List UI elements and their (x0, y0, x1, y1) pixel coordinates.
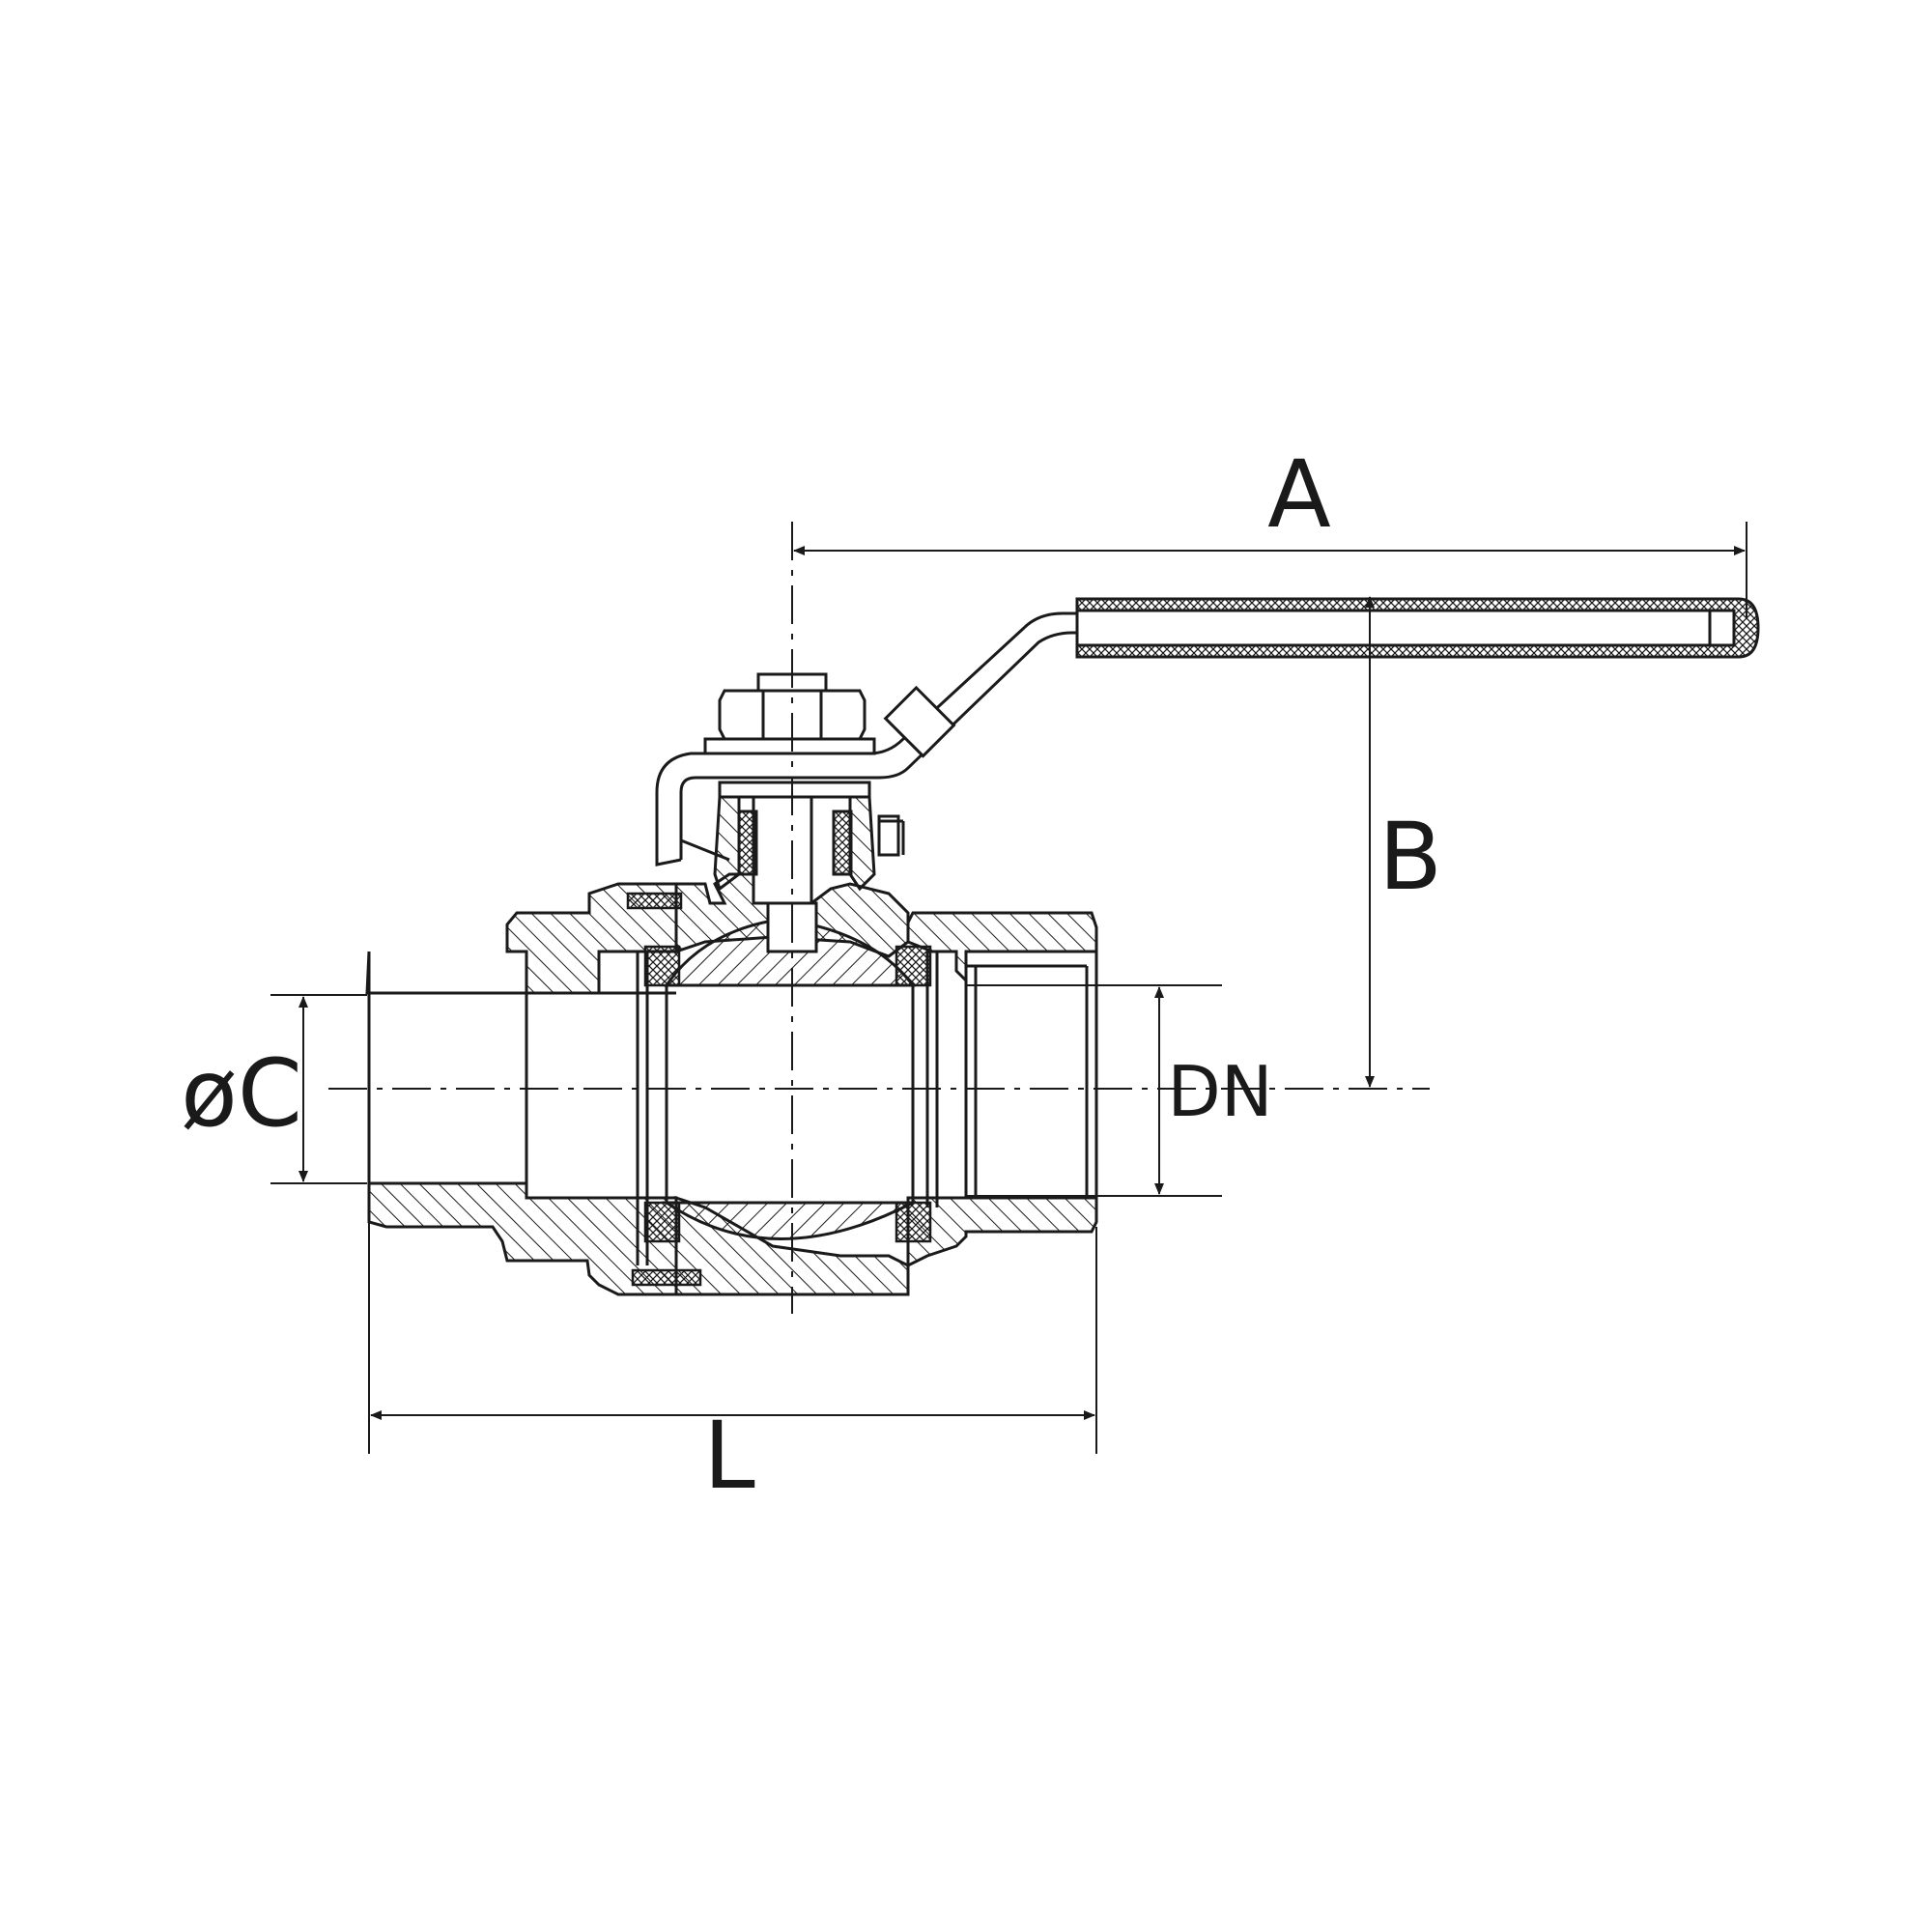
ball-bottom-cap (662, 1201, 914, 1240)
label-a: A (1267, 440, 1331, 549)
label-c: øC (181, 1039, 302, 1148)
seat-left-bottom (643, 1201, 681, 1243)
bonnet-right (848, 795, 876, 892)
packing-left (737, 810, 758, 876)
seat-left-top (643, 945, 681, 987)
stem-nut-washer (703, 737, 876, 755)
right-body-bottom-wall (906, 1196, 1098, 1268)
label-b: B (1378, 803, 1442, 911)
gland-nut (718, 781, 871, 799)
seat-rings (626, 892, 932, 1287)
seat-right-top (895, 945, 932, 987)
stopper (877, 814, 900, 857)
dimension-lines (270, 522, 1747, 1454)
bonnet-left (713, 795, 741, 892)
center-lines (328, 522, 1430, 1314)
packing-right (832, 810, 853, 876)
gasket-bottom (631, 1268, 702, 1287)
gasket-top (626, 892, 683, 910)
label-l: L (703, 1402, 754, 1510)
label-dn: DN (1167, 1051, 1272, 1132)
left-end-top-wall (365, 882, 678, 995)
left-end-bottom-wall (367, 1181, 678, 1296)
stem (752, 795, 813, 905)
stem-tip (766, 901, 818, 953)
handle-lever (655, 597, 1760, 867)
ball (662, 916, 917, 1240)
handle-grip-sleeve (883, 685, 956, 758)
seat-right-bottom (895, 1201, 932, 1243)
